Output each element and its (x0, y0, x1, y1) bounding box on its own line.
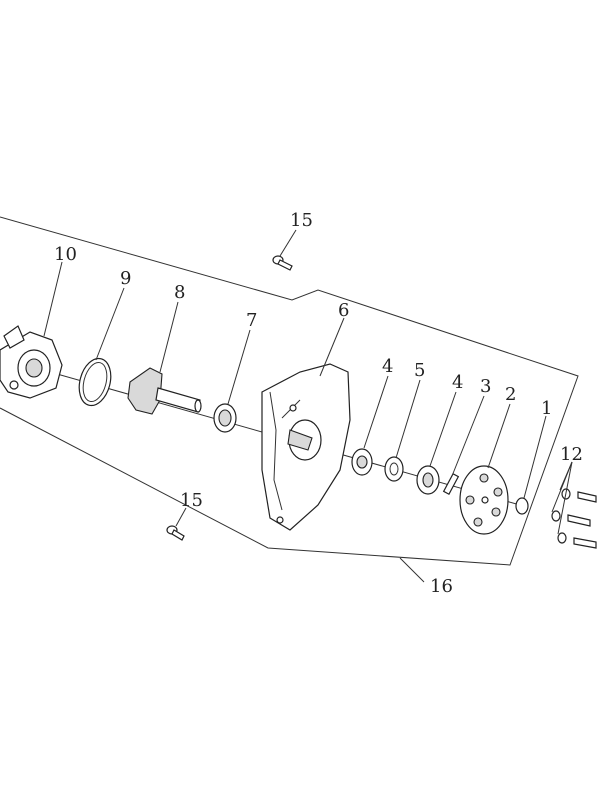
part-5-spacer-inner (389, 462, 399, 476)
callout-8: 8 (174, 282, 185, 303)
callout-2: 2 (505, 384, 516, 405)
part-15-screw-top (272, 255, 293, 271)
assembly-outline (0, 216, 579, 566)
part-8-impeller-shaft (127, 367, 202, 415)
part-5-spacer (384, 456, 404, 482)
callout-9: 9 (120, 268, 131, 289)
part-6-cover-plate (261, 363, 351, 531)
part-12-bolts (551, 488, 597, 549)
part-1-circlip (515, 497, 529, 515)
callout-15-bottom: 15 (180, 490, 203, 511)
callout-15-top: 15 (290, 210, 313, 231)
part-10-pump-housing (0, 325, 63, 399)
part-4b-bearing-inner (422, 472, 434, 488)
part-3-pin (442, 472, 460, 496)
callout-6: 6 (338, 300, 349, 321)
part-7-oil-seal-inner (218, 409, 232, 427)
callout-16: 16 (430, 576, 453, 597)
part-9-o-ring-inner (82, 361, 108, 403)
leader-lines (43, 229, 573, 583)
part-2-drive-disc (459, 465, 509, 535)
part-15-screw-bottom (166, 525, 185, 541)
callout-3: 3 (480, 376, 491, 397)
part-9-o-ring (78, 357, 112, 407)
callout-4b: 4 (452, 372, 463, 393)
callout-7: 7 (246, 310, 257, 331)
callout-10: 10 (54, 244, 77, 265)
callout-5: 5 (414, 360, 425, 381)
callout-1: 1 (541, 398, 552, 419)
callout-4a: 4 (382, 356, 393, 377)
part-4a-bearing-inner (356, 455, 368, 469)
callout-12: 12 (560, 444, 583, 465)
